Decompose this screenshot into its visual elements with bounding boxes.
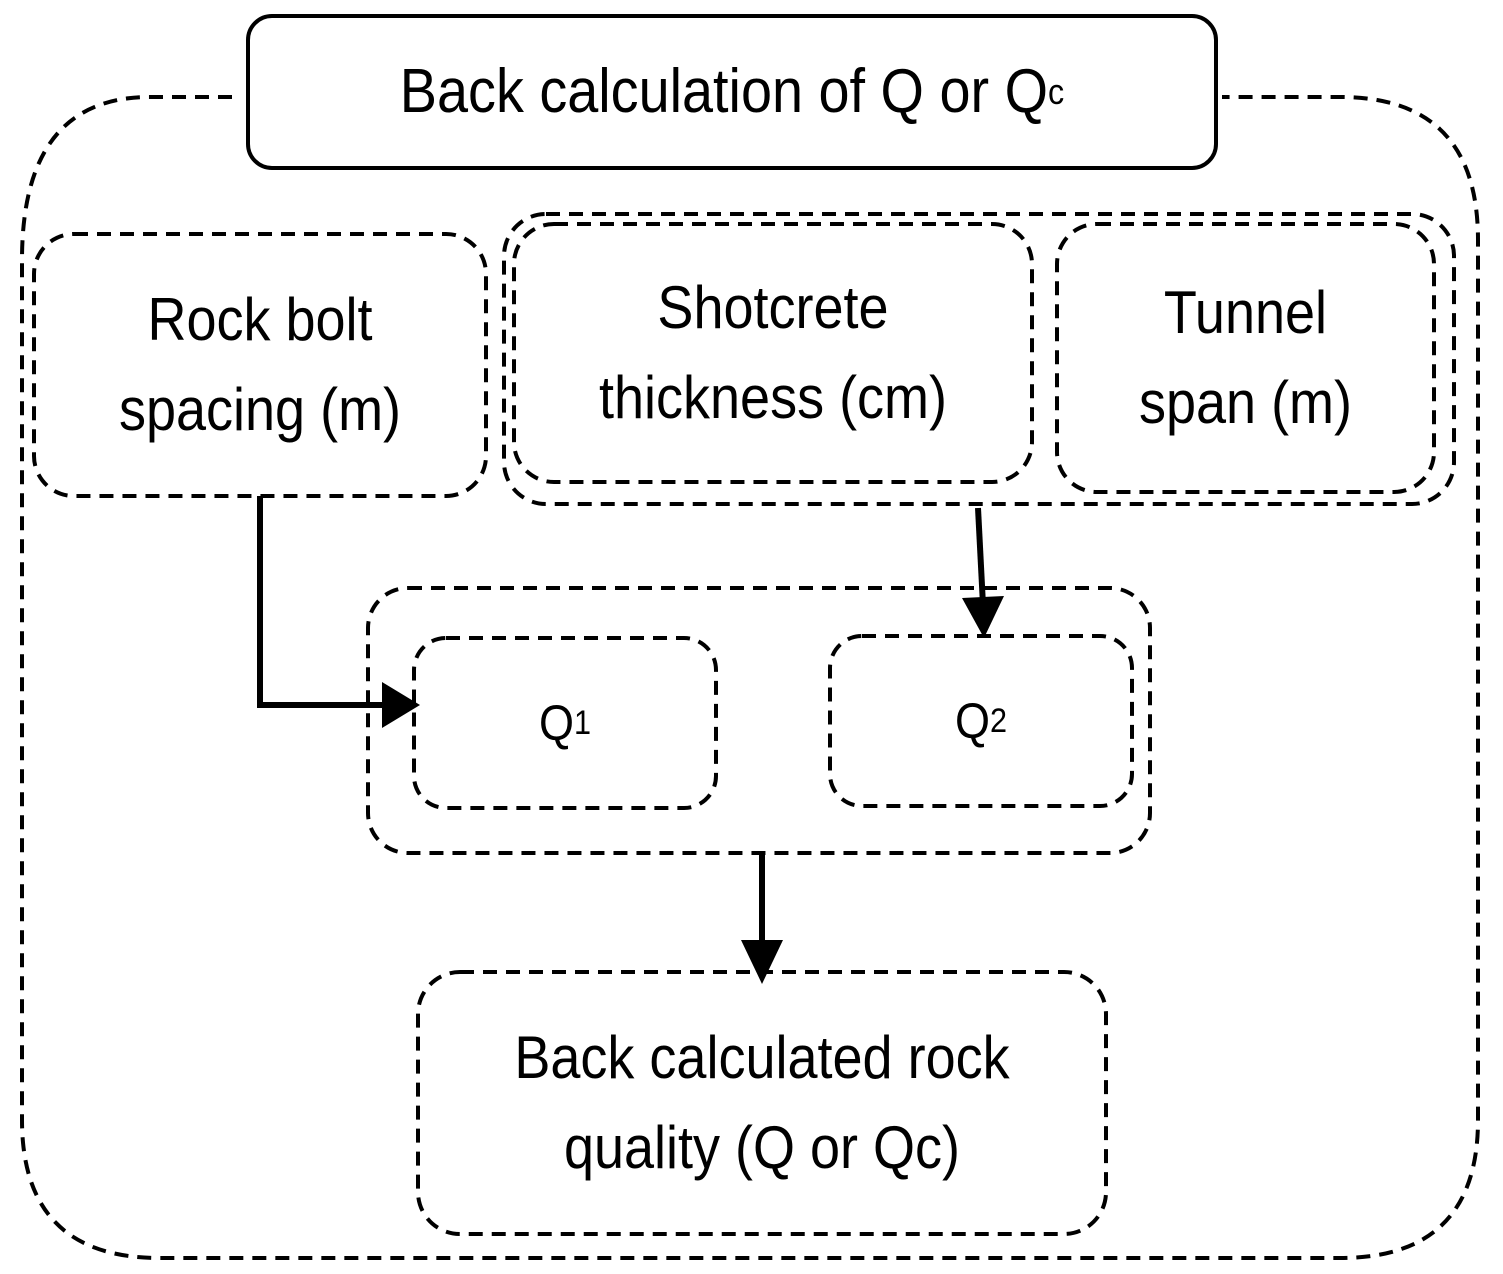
arrowhead-result bbox=[741, 940, 783, 984]
shotcrete-span-group bbox=[502, 212, 1456, 506]
arrow-shotcrete-to-q2 bbox=[975, 507, 986, 606]
q2-box bbox=[828, 634, 1134, 808]
arrow-rock-bolt-to-q1 bbox=[257, 496, 405, 708]
q2-text: Q bbox=[954, 693, 990, 749]
shotcrete-box bbox=[512, 222, 1034, 484]
result-line1: Back calculated rock bbox=[514, 1024, 1010, 1091]
q1-subscript: 1 bbox=[573, 704, 592, 742]
shotcrete-label: Shotcrete thickness (cm) bbox=[540, 224, 1006, 482]
arrowhead-q1 bbox=[382, 682, 420, 728]
rock-bolt-line1: Rock bolt bbox=[147, 286, 373, 353]
tunnel-span-line1: Tunnel bbox=[1163, 279, 1328, 346]
title-text: Back calculation of Q or Q bbox=[399, 57, 1048, 126]
title-subscript: c bbox=[1047, 71, 1065, 112]
arrowhead-q2 bbox=[962, 596, 1004, 638]
tunnel-span-label: Tunnel span (m) bbox=[1076, 224, 1415, 492]
q2-subscript: 2 bbox=[989, 702, 1008, 740]
tunnel-span-line2: span (m) bbox=[1138, 369, 1353, 436]
q1-box bbox=[412, 636, 718, 810]
tunnel-span-box bbox=[1055, 222, 1436, 494]
rock-bolt-box bbox=[32, 232, 488, 498]
shotcrete-line2: thickness (cm) bbox=[598, 364, 948, 431]
q1-text: Q bbox=[538, 695, 574, 751]
shotcrete-line1: Shotcrete bbox=[657, 274, 889, 341]
result-line2: quality (Q or Qc) bbox=[563, 1114, 961, 1181]
result-label: Back calculated rock quality (Q or Qc) bbox=[452, 972, 1071, 1234]
rock-bolt-line2: spacing (m) bbox=[118, 376, 402, 443]
title-box bbox=[246, 14, 1218, 170]
rock-bolt-label: Rock bolt spacing (m) bbox=[57, 234, 464, 496]
q-group-box bbox=[366, 586, 1152, 855]
